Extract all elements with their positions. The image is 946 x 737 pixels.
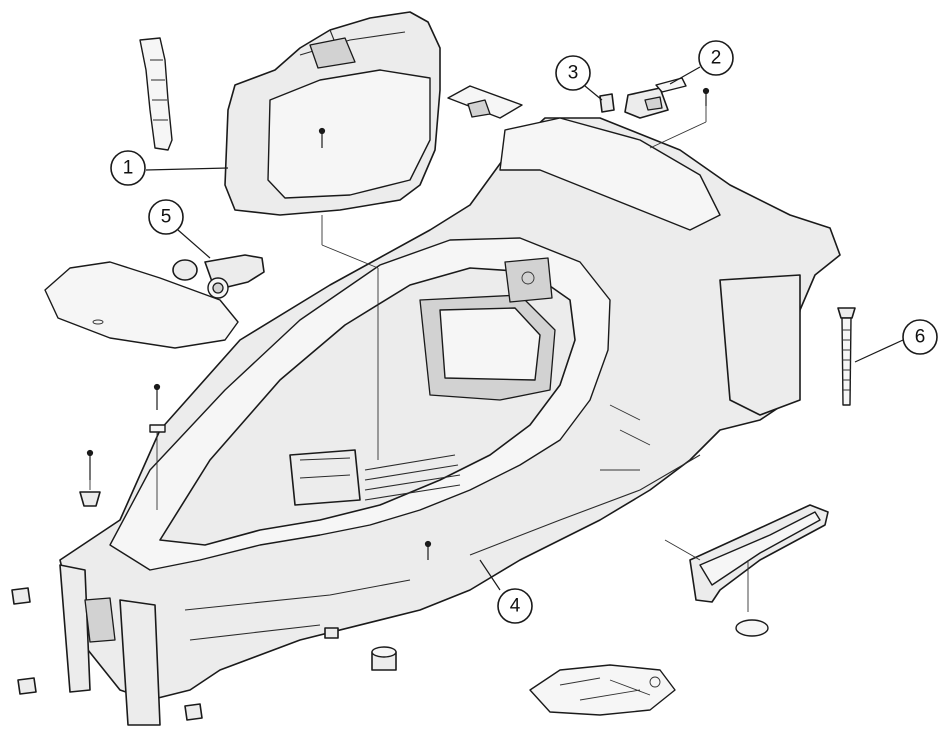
callout-2-label: 2: [711, 48, 722, 69]
part-2-bracket: [624, 77, 687, 119]
callout-2: 2: [669, 40, 734, 85]
callout-1: 1: [110, 150, 229, 186]
callout-4: 4: [479, 559, 533, 624]
assembly-guide-lines: [89, 106, 749, 612]
callout-3: 3: [555, 55, 603, 101]
flat-lid-panel: [44, 261, 239, 349]
part-1-storage-cover: [224, 11, 441, 216]
main-body-frame: [59, 117, 841, 726]
screws: [86, 87, 710, 560]
clip-nuts: [11, 491, 339, 721]
rear-grab-handle: [689, 504, 829, 603]
round-plugs: [371, 619, 769, 671]
callout-5: 5: [148, 199, 211, 259]
tool-bag: [529, 664, 676, 716]
part-3-clip: [599, 93, 615, 113]
part-1-strap: [139, 37, 173, 151]
part-5-power-socket: [172, 254, 265, 299]
callout-6-label: 6: [915, 327, 926, 348]
callout-5-label: 5: [161, 207, 172, 228]
small-plate: [447, 85, 523, 119]
part-6-bolt: [837, 307, 856, 406]
callout-4-label: 4: [510, 596, 521, 617]
callout-1-label: 1: [123, 158, 134, 179]
callout-6: 6: [854, 319, 938, 363]
callout-3-label: 3: [568, 63, 579, 84]
